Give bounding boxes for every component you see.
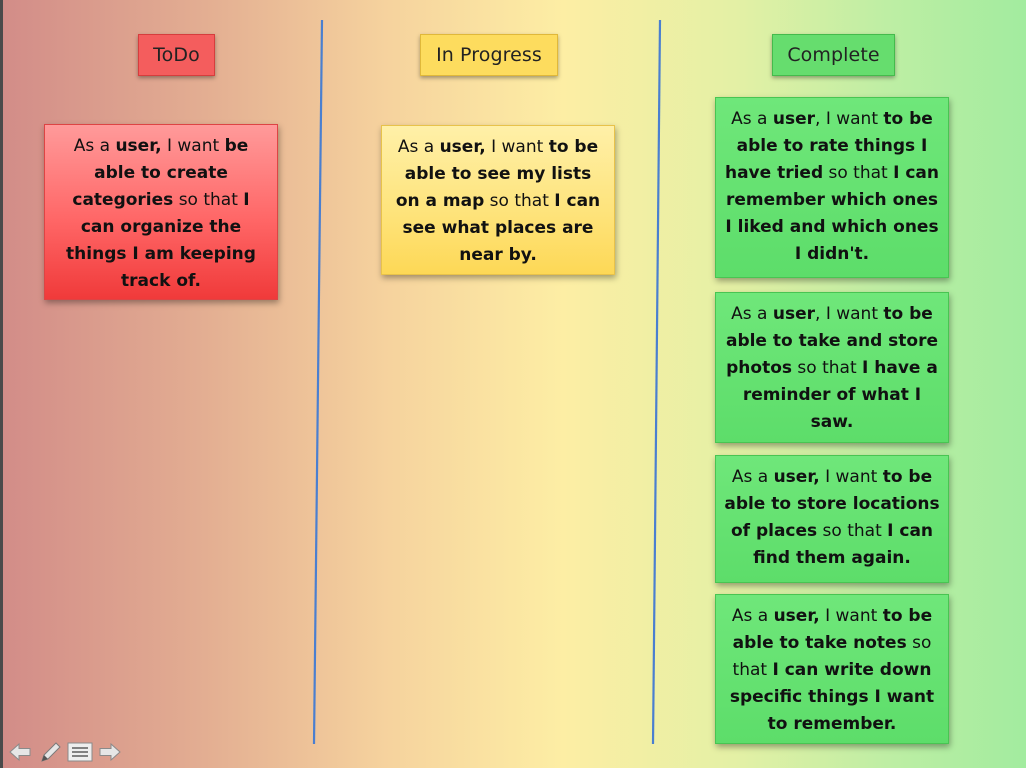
menu-icon[interactable] [66, 740, 94, 764]
slideshow-toolbar [6, 740, 124, 764]
card-text-run: user, [773, 606, 820, 626]
left-edge-bar [0, 0, 3, 768]
card-text-run: be able to create categories [72, 136, 249, 210]
column-header-complete: Complete [772, 34, 895, 76]
card-text-run: so that [817, 521, 888, 541]
user-story-card[interactable]: As a user, I want to be able to see my l… [381, 125, 615, 275]
card-text-run: As a [731, 109, 773, 129]
card-text-run: I can see what places are near by. [402, 191, 601, 265]
card-text-run: to be able to store locations of places [724, 467, 940, 541]
card-text-run: As a [397, 137, 440, 157]
card-text-run: , I want [815, 304, 884, 324]
card-text-run: I want [161, 136, 225, 156]
card-text-run: so that [173, 190, 244, 210]
card-text-run: so that [484, 191, 555, 211]
forward-arrow-icon[interactable] [96, 740, 124, 764]
card-text-run: I can find them again. [753, 521, 934, 568]
card-text-run: I want [819, 467, 883, 487]
card-text-run: to be able to rate things I have tried [724, 109, 933, 183]
card-text-run: user, [115, 136, 162, 156]
card-text-run: so that [732, 633, 932, 680]
user-story-card[interactable]: As a user, I want to be able to store lo… [715, 455, 949, 583]
card-text-run: I want [485, 137, 549, 157]
user-story-card[interactable]: As a user, I want to be able to take and… [715, 292, 949, 443]
user-story-card[interactable]: As a user, I want to be able to rate thi… [715, 97, 949, 278]
column-header-in-progress: In Progress [420, 34, 558, 76]
user-story-card[interactable]: As a user, I want be able to create cate… [44, 124, 278, 300]
back-arrow-icon[interactable] [6, 740, 34, 764]
card-text-run: to be able to see my lists on a map [395, 137, 599, 211]
card-text-run: As a [731, 606, 774, 626]
column-divider-1 [312, 19, 324, 745]
card-text-run: so that [792, 358, 863, 378]
card-text-run: , I want [815, 109, 884, 129]
card-text-run: so that [823, 163, 894, 183]
card-text-run: I have a reminder of what I saw. [742, 358, 938, 432]
card-text-run: user [772, 109, 816, 129]
card-text-run: I want [819, 606, 883, 626]
card-text-run: to be able to take and store photos [725, 304, 939, 378]
card-text-run: As a [73, 136, 116, 156]
column-divider-2 [651, 19, 662, 745]
card-text-run: user, [439, 137, 486, 157]
user-story-card[interactable]: As a user, I want to be able to take not… [715, 594, 949, 744]
pen-icon[interactable] [36, 740, 64, 764]
card-text-run: As a [731, 467, 774, 487]
card-text-run: user [772, 304, 816, 324]
card-text-run: I can organize the things I am keeping t… [66, 190, 256, 291]
card-text-run: I can remember which ones I liked and wh… [725, 163, 940, 264]
card-text-run: user, [773, 467, 820, 487]
card-text-run: I can write down specific things I want … [729, 660, 935, 734]
column-header-todo: ToDo [138, 34, 215, 76]
card-text-run: to be able to take notes [732, 606, 933, 653]
card-text-run: As a [731, 304, 773, 324]
